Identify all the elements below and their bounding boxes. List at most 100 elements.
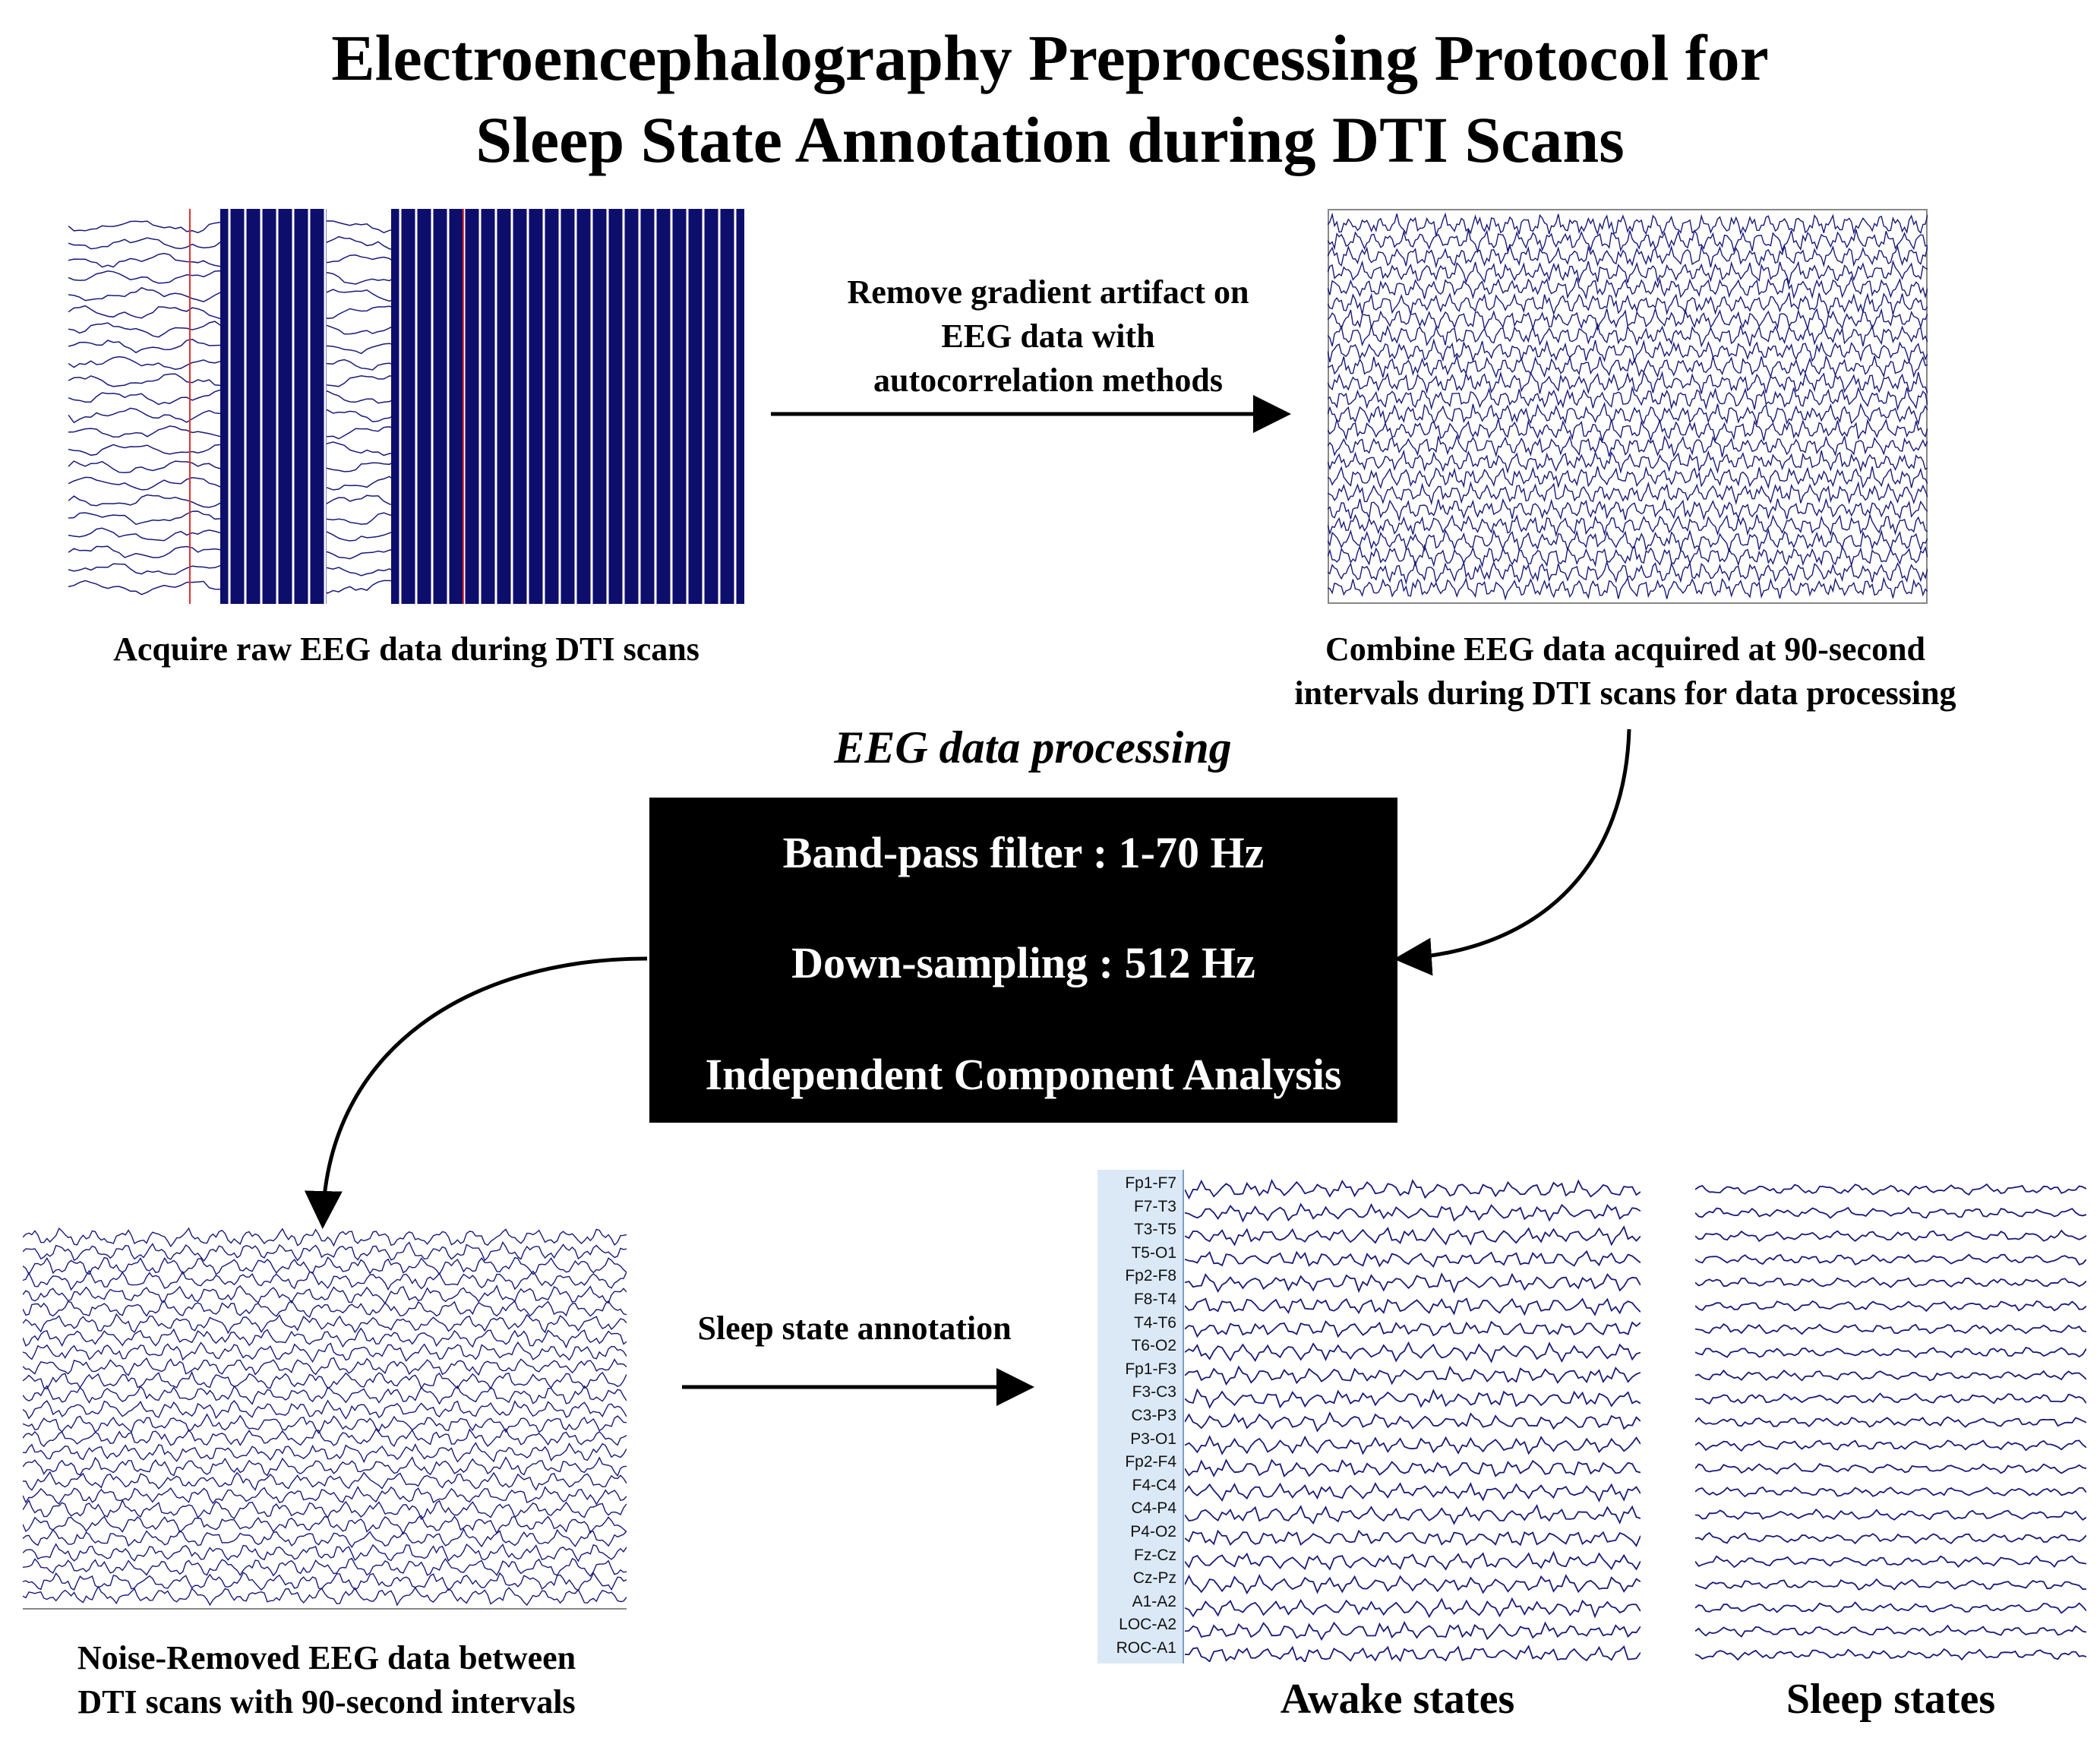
cleaned-trace bbox=[1328, 385, 1928, 411]
noise-removed-trace bbox=[23, 1486, 627, 1506]
sleep-channel-trace bbox=[1695, 1416, 2086, 1428]
cleaned-trace bbox=[1328, 543, 1928, 568]
gradient-artifact-block bbox=[391, 209, 744, 604]
noise-removed-trace bbox=[23, 1413, 627, 1434]
noise-removed-trace bbox=[23, 1528, 627, 1549]
noise-removed-trace bbox=[23, 1515, 627, 1536]
sleep-channel-trace bbox=[1695, 1624, 2086, 1638]
sleep-channel-trace bbox=[1695, 1462, 2086, 1475]
noise-caption-line-2: DTI scans with 90-second intervals bbox=[77, 1683, 576, 1720]
arrow-to-processing bbox=[1394, 728, 1631, 976]
arrow-from-processing bbox=[304, 956, 648, 1229]
sleep-channel-trace bbox=[1695, 1229, 2086, 1243]
noise-removed-trace bbox=[23, 1399, 627, 1420]
cleaned-trace bbox=[1328, 322, 1928, 348]
raw-eeg-panel bbox=[68, 209, 744, 604]
artifact-caption-line-2: EEG data with bbox=[941, 318, 1155, 355]
noise-removed-trace bbox=[23, 1341, 627, 1363]
noise-removed-trace bbox=[23, 1300, 627, 1319]
channel-label: F8-T4 bbox=[1133, 1291, 1176, 1308]
channel-label: LOC-A2 bbox=[1119, 1616, 1176, 1634]
processing-label: EEG data processing bbox=[834, 722, 1232, 773]
title-line-1: Electroencephalography Preprocessing Pro… bbox=[331, 21, 1769, 94]
cleaned-trace bbox=[1328, 275, 1928, 300]
sleep-channel-trace bbox=[1695, 1253, 2086, 1265]
cleaned-trace bbox=[1328, 513, 1928, 538]
noise-removed-trace bbox=[23, 1256, 627, 1275]
sleep-channel-trace bbox=[1695, 1648, 2086, 1661]
sleep-channel-trace bbox=[1695, 1323, 2086, 1335]
awake-channel-trace bbox=[1185, 1411, 1641, 1433]
noise-removed-panel bbox=[23, 1223, 627, 1610]
sleep-channel-trace bbox=[1695, 1206, 2086, 1219]
artifact-caption-line-3: autocorrelation methods bbox=[873, 362, 1223, 399]
step-bandpass-filter: Band-pass filter : 1-70 Hz bbox=[782, 828, 1265, 877]
channel-label: A1-A2 bbox=[1132, 1592, 1176, 1610]
combine-caption: Combine EEG data acquired at 90-second i… bbox=[1185, 627, 2066, 716]
cleaned-trace bbox=[1328, 229, 1928, 254]
noise-removed-trace bbox=[23, 1456, 627, 1477]
sleep-channel-trace bbox=[1695, 1392, 2086, 1405]
awake-channel-trace bbox=[1185, 1178, 1641, 1200]
processing-box: Band-pass filter : 1-70 Hz Down-sampling… bbox=[649, 798, 1397, 1123]
sleep-channel-trace bbox=[1695, 1531, 2086, 1545]
channel-label: F4-C4 bbox=[1132, 1476, 1176, 1494]
sleep-channel-trace bbox=[1695, 1486, 2086, 1498]
step-down-sampling: Down-sampling : 512 Hz bbox=[791, 938, 1255, 987]
sleep-channel-trace bbox=[1695, 1601, 2086, 1614]
awake-channel-trace bbox=[1185, 1620, 1641, 1641]
awake-channel-trace bbox=[1185, 1272, 1641, 1294]
sleep-traces bbox=[1695, 1183, 2086, 1661]
cleaned-trace bbox=[1328, 243, 1928, 269]
awake-channel-trace bbox=[1185, 1550, 1641, 1571]
cleaned-trace bbox=[1328, 418, 1928, 444]
annotation-caption: Sleep state annotation bbox=[697, 1310, 1012, 1347]
sleep-channel-trace bbox=[1695, 1346, 2086, 1359]
combine-caption-line-1: Combine EEG data acquired at 90-second bbox=[1325, 630, 1926, 668]
channel-label: F3-C3 bbox=[1132, 1383, 1176, 1401]
cleaned-trace bbox=[1328, 371, 1928, 395]
awake-channel-trace bbox=[1185, 1529, 1641, 1547]
cleaned-trace bbox=[1328, 466, 1928, 490]
channel-label: T3-T5 bbox=[1133, 1221, 1176, 1239]
channel-label: C4-P4 bbox=[1131, 1499, 1176, 1518]
noise-removed-trace bbox=[23, 1557, 627, 1577]
awake-channel-trace bbox=[1185, 1458, 1641, 1477]
channel-label: C3-P3 bbox=[1131, 1407, 1176, 1424]
noise-removed-trace bbox=[23, 1357, 627, 1376]
channel-label: P4-O2 bbox=[1130, 1523, 1176, 1540]
noise-removed-trace bbox=[23, 1370, 627, 1390]
awake-channel-trace bbox=[1185, 1503, 1641, 1525]
channel-label: P3-O1 bbox=[1130, 1430, 1176, 1448]
channel-label: Fp1-F7 bbox=[1125, 1174, 1176, 1192]
cleaned-trace bbox=[1328, 212, 1928, 236]
noise-caption-line-1: Noise-Removed EEG data between bbox=[77, 1639, 576, 1676]
noise-removed-trace bbox=[23, 1227, 627, 1248]
awake-channel-trace bbox=[1185, 1435, 1641, 1455]
page-title: Electroencephalography Preprocessing Pro… bbox=[0, 17, 2100, 181]
channel-label: T6-O2 bbox=[1131, 1337, 1176, 1355]
sleep-channel-trace bbox=[1695, 1183, 2086, 1196]
cleaned-trace bbox=[1328, 576, 1928, 601]
awake-channel-trace bbox=[1185, 1202, 1641, 1223]
awake-channel-trace bbox=[1185, 1597, 1641, 1619]
noise-removed-trace bbox=[23, 1499, 627, 1521]
sleep-channel-trace bbox=[1695, 1578, 2086, 1591]
title-line-2: Sleep State Annotation during DTI Scans bbox=[475, 103, 1625, 176]
combine-caption-line-2: intervals during DTI scans for data proc… bbox=[1294, 675, 1956, 712]
cleaned-eeg-panel bbox=[1328, 209, 1928, 604]
awake-channel-trace bbox=[1185, 1319, 1641, 1338]
awake-channel-trace bbox=[1185, 1482, 1641, 1502]
channel-label: Fp2-F4 bbox=[1125, 1453, 1176, 1471]
step-ica: Independent Component Analysis bbox=[705, 1050, 1342, 1099]
channel-label: ROC-A1 bbox=[1116, 1639, 1176, 1657]
awake-channel-trace bbox=[1185, 1388, 1641, 1409]
noise-removed-trace bbox=[23, 1269, 627, 1291]
awake-channel-trace bbox=[1185, 1341, 1641, 1363]
raw-eeg-caption: Acquire raw EEG data during DTI scans bbox=[113, 630, 699, 668]
noise-removed-trace bbox=[23, 1572, 627, 1591]
sleep-states-label: Sleep states bbox=[1786, 1676, 1996, 1723]
channel-label: Fz-Cz bbox=[1134, 1546, 1176, 1564]
panel-frame bbox=[1328, 209, 1928, 604]
noise-removed-trace bbox=[23, 1241, 627, 1262]
